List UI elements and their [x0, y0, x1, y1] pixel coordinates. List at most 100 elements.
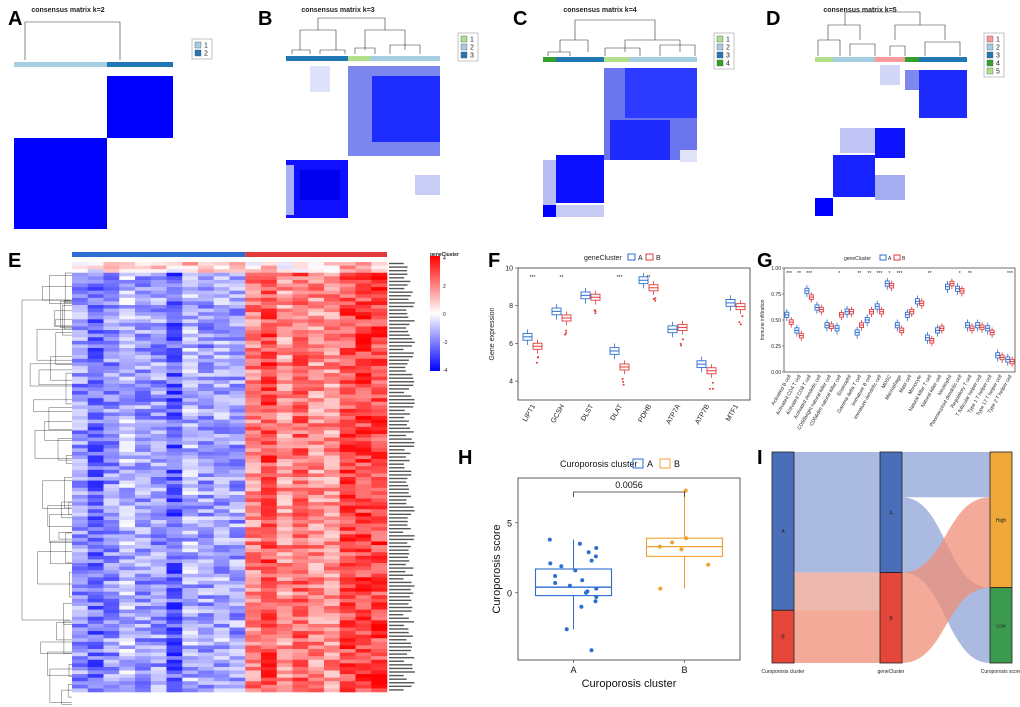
heatmap-cell [103, 638, 120, 643]
heatmap-cell [371, 512, 388, 517]
heatmap-cell [339, 577, 356, 582]
heatmap-cell [245, 620, 262, 625]
heatmap-cell [198, 405, 215, 410]
heatmap-cell [339, 494, 356, 499]
heatmap-cell [72, 491, 89, 496]
heatmap-cell [276, 559, 293, 564]
outlier [594, 310, 597, 313]
boxes [522, 272, 746, 390]
heatmap-cell [213, 344, 230, 349]
heatmap-cell [166, 609, 183, 614]
heatmap-cell [119, 634, 136, 639]
heatmap-cell [182, 577, 199, 582]
heatmap-cell [198, 537, 215, 542]
row-label [389, 621, 414, 623]
heatmap-cell [166, 301, 183, 306]
heatmap-cell [213, 477, 230, 481]
heatmap-cell [276, 462, 293, 467]
heatmap-cell [135, 663, 152, 668]
significance-label: *** [806, 271, 812, 277]
heatmap-cell [229, 645, 246, 650]
legend-label: 3 [470, 53, 474, 60]
heatmap-cell [198, 301, 215, 306]
heatmap-cell [72, 484, 89, 489]
row-label [389, 664, 413, 666]
heatmap-cell [135, 595, 152, 600]
heatmap-cell [166, 312, 183, 317]
heatmap-cell [339, 398, 356, 403]
dendrogram-branch [40, 641, 72, 654]
row-label [389, 284, 408, 286]
heatmap-cell [308, 652, 325, 657]
heatmap-cell [245, 358, 262, 363]
heatmap-cell [292, 684, 309, 689]
heatmap-cell [150, 652, 167, 657]
heatmap-cell [308, 645, 325, 650]
heatmap-cell [261, 509, 278, 514]
cluster-bar [919, 57, 967, 62]
heatmap-cell [324, 645, 341, 650]
panel-letter-d: D [766, 8, 781, 30]
heatmap-cell [371, 502, 388, 506]
heatmap-cell [339, 631, 356, 635]
dendrogram-branch [44, 421, 72, 441]
heatmap-cell [87, 362, 104, 367]
heatmap-cell [198, 591, 215, 596]
heatmap-cell [103, 620, 120, 625]
heatmap-cell [213, 602, 230, 607]
heatmap-cell [135, 520, 152, 524]
heatmap-cell [292, 383, 309, 388]
heatmap-cell [150, 333, 167, 338]
heatmap-cell [150, 269, 167, 274]
heatmap-cell [150, 616, 167, 621]
outlier [711, 381, 714, 384]
legend-swatch-a [879, 254, 887, 261]
heatmap-cell [229, 656, 246, 661]
heatmap-cell [261, 330, 278, 334]
heatmap-cell [292, 659, 309, 664]
heatmap-cell [308, 620, 325, 625]
dendrogram [291, 17, 421, 54]
heatmap-cell [276, 408, 293, 413]
heatmap-cell [213, 494, 230, 499]
heatmap-cell [213, 684, 230, 689]
heatmap-cell [166, 294, 183, 299]
heatmap-cell [198, 573, 215, 578]
heatmap-cell [150, 351, 167, 356]
heatmap-cell [355, 559, 372, 564]
heatmap-cell [324, 430, 341, 435]
heatmap-cell [371, 348, 388, 352]
heatmap-cell [182, 505, 199, 510]
heatmap-cell [72, 466, 89, 471]
heatmap-cell [324, 322, 341, 327]
heatmap-cell [87, 602, 104, 607]
heatmap-cell [261, 466, 278, 471]
sankey-node [879, 572, 903, 664]
dendrogram-branch [34, 430, 72, 459]
row-label [389, 538, 414, 541]
heatmap-cell [355, 674, 372, 678]
heatmap-cell [87, 516, 104, 521]
heatmap-cell [371, 609, 388, 614]
heatmap-cell [198, 584, 215, 589]
heatmap-cell [292, 451, 309, 456]
heatmap-cell [229, 623, 246, 628]
heatmap-cell [308, 297, 325, 302]
heatmap-cell [261, 365, 278, 370]
heatmap-cell [103, 426, 120, 431]
heatmap-cell [292, 294, 309, 299]
heatmap-cell [103, 305, 120, 309]
legend-swatch-b [645, 253, 654, 261]
heatmap-cell [324, 505, 341, 510]
heatmap-cell [213, 355, 230, 360]
heatmap-cell [371, 308, 388, 313]
heatmap-cell [182, 509, 199, 514]
heatmap-cell [103, 537, 120, 542]
heatmap-cell [213, 541, 230, 546]
heatmap-cell [135, 430, 152, 435]
heatmap-cell [182, 416, 199, 420]
heatmap-cell [119, 283, 136, 288]
heatmap-cell [150, 330, 167, 334]
heatmap-cell [339, 487, 356, 492]
heatmap-cell [276, 276, 293, 281]
